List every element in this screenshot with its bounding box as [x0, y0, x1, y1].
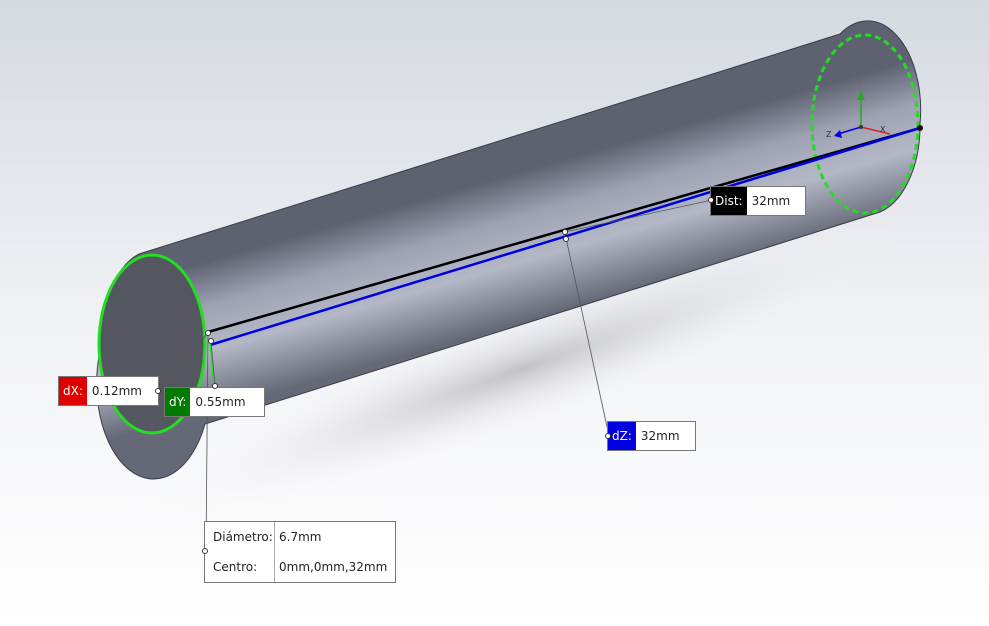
dist-value: 32mm [751, 194, 791, 208]
triad-x-label: X [880, 125, 886, 134]
midpoint-dot-2[interactable] [563, 236, 569, 242]
dist-anchor-dot [708, 197, 714, 203]
center-label: Centro: [213, 560, 258, 574]
dx-label: dX: [59, 377, 87, 405]
coordinate-triad: Y Z X [826, 77, 891, 139]
dz-value: 32mm [640, 429, 680, 443]
end-point[interactable] [917, 125, 923, 131]
triad-y-label: Y [856, 77, 862, 86]
dx-value: 0.12mm [91, 384, 142, 398]
leader-lines [157, 199, 713, 552]
triad-z-label: Z [826, 130, 832, 139]
measure-point-center[interactable] [208, 338, 214, 344]
diameter-value: 6.7mm [279, 530, 322, 544]
properties-anchor-dot [202, 548, 208, 554]
diameter-row: Diámetro: 6.7mm [205, 522, 395, 552]
dy-anchor-dot [212, 383, 218, 389]
dx-anchor-dot [155, 388, 161, 394]
properties-divider [274, 522, 275, 582]
dist-callout[interactable]: Dist: 32mm [710, 186, 806, 216]
dz-callout[interactable]: dZ: 32mm [607, 421, 696, 451]
dist-label: Dist: [711, 187, 747, 215]
dz-anchor-dot [605, 433, 611, 439]
back-end-edge[interactable] [810, 33, 920, 215]
center-value: 0mm,0mm,32mm [279, 560, 388, 574]
dx-callout[interactable]: dX: 0.12mm [58, 376, 159, 406]
dz-label: dZ: [608, 422, 636, 450]
circle-properties-callout[interactable]: Diámetro: 6.7mm Centro: 0mm,0mm,32mm [204, 521, 396, 583]
midpoint-dot[interactable] [562, 229, 568, 235]
diameter-label: Diámetro: [213, 530, 273, 544]
dy-callout[interactable]: dY: 0.55mm [164, 387, 265, 417]
dy-label: dY: [165, 388, 191, 416]
center-row: Centro: 0mm,0mm,32mm [205, 552, 395, 582]
cylinder-shadow [124, 215, 916, 525]
dy-value: 0.55mm [195, 395, 246, 409]
measure-point-start[interactable] [205, 330, 211, 336]
dy-green-segment [209, 341, 215, 386]
